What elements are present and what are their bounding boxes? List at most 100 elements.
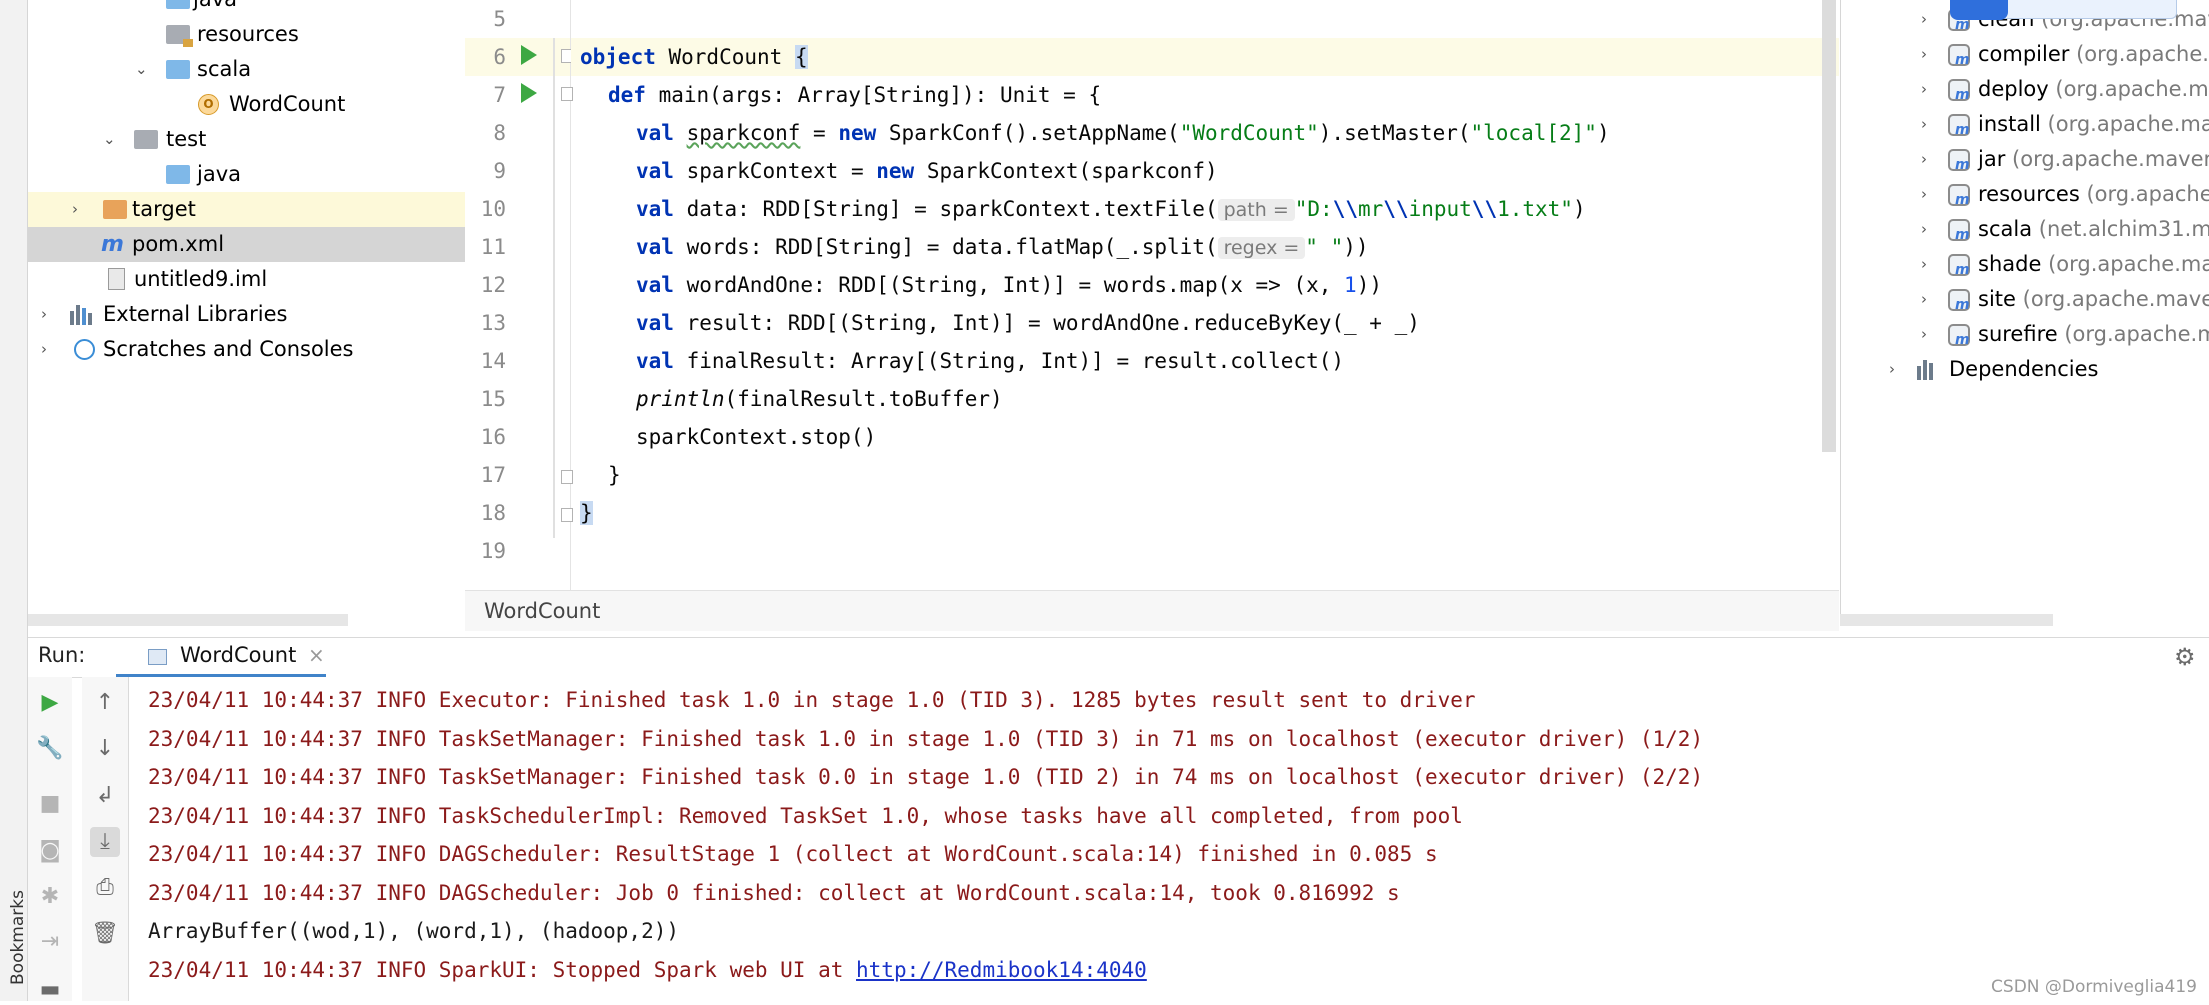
tree-item-java-test[interactable]: java [28, 157, 465, 192]
maven-goal-icon [1948, 43, 1970, 78]
close-icon[interactable]: × [308, 643, 325, 667]
rerun-icon[interactable]: ▶ [41, 690, 59, 715]
code-editor[interactable]: object WordCount { def main(args: Array[… [571, 0, 1839, 590]
line-number: 19 [480, 539, 506, 563]
maven-goal-icon [1948, 183, 1970, 218]
run-tab-wordcount[interactable]: WordCount × [116, 638, 326, 677]
code-line-13: val result: RDD[(String, Int)] = wordAnd… [636, 311, 1420, 335]
fold-icon[interactable] [561, 87, 573, 101]
run-toolbar-secondary: ↑ ↓ ↲ ⤓ ⎙ 🗑 [82, 677, 129, 1001]
popup-logo-icon [1950, 0, 2008, 20]
maven-plugin-label: compiler (org.apache.m [1978, 42, 2209, 66]
soft-wrap-icon[interactable]: ↲ [95, 783, 115, 808]
run-object-icon[interactable] [521, 45, 537, 65]
project-horizontal-scrollbar[interactable] [28, 614, 348, 626]
maven-file-icon: m [101, 232, 124, 257]
chevron-right-icon[interactable]: › [1921, 185, 1927, 203]
fold-icon[interactable] [561, 470, 573, 484]
tree-item-label: java [197, 162, 241, 186]
maven-goal-icon [1948, 78, 1970, 113]
chevron-right-icon[interactable]: › [1921, 10, 1927, 28]
scala-object-icon: O [198, 94, 219, 115]
chevron-down-icon[interactable]: ⌄ [103, 130, 116, 148]
editor-vertical-scrollbar[interactable] [1822, 0, 1836, 452]
maven-plugin-label: resources (org.apache. [1978, 182, 2209, 206]
arrow-up-icon[interactable]: ↑ [95, 690, 115, 715]
chevron-right-icon[interactable]: › [1889, 360, 1895, 378]
chevron-right-icon[interactable]: › [1921, 220, 1927, 238]
tree-item-label: scala [197, 57, 252, 81]
tree-item-pom[interactable]: m pom.xml [28, 227, 465, 262]
run-panel-header: Run: WordCount × ⚙ [28, 637, 2209, 678]
tree-item-label: target [132, 197, 196, 221]
print-icon[interactable]: ⎙ [96, 875, 114, 900]
console-line: 23/04/11 10:44:37 INFO DAGScheduler: Job… [148, 881, 1400, 905]
breadcrumb[interactable]: WordCount [484, 599, 601, 623]
scratches-icon [74, 339, 95, 360]
console-output[interactable]: 23/04/11 10:44:37 INFO Executor: Finishe… [129, 677, 2209, 1001]
tree-item-label: Scratches and Consoles [103, 337, 354, 361]
gear-icon[interactable]: ⚙ [2174, 643, 2196, 671]
arrow-down-icon[interactable]: ↓ [95, 736, 115, 761]
line-number: 14 [480, 349, 506, 373]
code-line-10: val data: RDD[String] = sparkContext.tex… [636, 197, 1586, 221]
chevron-down-icon[interactable]: ⌄ [135, 60, 148, 78]
scroll-to-end-icon[interactable]: ⤓ [90, 827, 120, 857]
tree-item-label: untitled9.iml [134, 267, 268, 291]
pin-icon[interactable]: ▬ [39, 977, 61, 1002]
console-output-line: ArrayBuffer((wod,1), (word,1), (hadoop,2… [148, 919, 680, 943]
code-line-17: } [608, 463, 621, 487]
tree-item-java-main[interactable]: java [28, 0, 465, 17]
code-line-6: object WordCount { [580, 45, 808, 69]
project-tree: java resources ⌄ scala O WordCount ⌄ tes… [28, 0, 465, 615]
chevron-right-icon[interactable]: › [41, 305, 47, 323]
bug-icon[interactable]: ✱ [40, 884, 60, 909]
line-number: 17 [480, 463, 506, 487]
chevron-right-icon[interactable]: › [1921, 115, 1927, 133]
maven-goal-icon [1948, 288, 1970, 323]
folder-icon [166, 165, 190, 184]
chevron-right-icon[interactable]: › [1921, 80, 1927, 98]
chevron-right-icon[interactable]: › [72, 200, 78, 218]
chevron-right-icon[interactable]: › [41, 340, 47, 358]
tree-item-target[interactable]: › target [28, 192, 465, 227]
tree-item-external-libraries[interactable]: › External Libraries [28, 297, 465, 332]
tree-item-scratches[interactable]: › Scratches and Consoles [28, 332, 465, 367]
maven-dependencies-label: Dependencies [1949, 357, 2099, 381]
tree-item-scala[interactable]: ⌄ scala [28, 52, 465, 87]
param-hint: path = [1217, 199, 1295, 221]
maven-panel: ›clean (org.apache.mav ›compiler (org.ap… [1840, 0, 2209, 615]
folder-icon [166, 0, 190, 9]
tree-item-label: WordCount [229, 92, 346, 116]
sparkui-link[interactable]: http://Redmibook14:4040 [856, 958, 1147, 982]
chevron-right-icon[interactable]: › [1921, 325, 1927, 343]
trash-icon[interactable]: 🗑 [91, 921, 119, 946]
code-line-8: val sparkconf = new SparkConf().setAppNa… [636, 121, 1610, 145]
bookmarks-tab[interactable]: Bookmarks [8, 890, 28, 985]
chevron-right-icon[interactable]: › [1921, 255, 1927, 273]
run-main-icon[interactable] [521, 83, 537, 103]
line-number: 11 [480, 235, 506, 259]
camera-icon[interactable]: ◙ [39, 838, 61, 863]
tree-item-resources[interactable]: resources [28, 17, 465, 52]
tree-item-iml[interactable]: untitled9.iml [28, 262, 465, 297]
code-line-16: sparkContext.stop() [636, 425, 877, 449]
param-hint: regex = [1217, 237, 1306, 259]
chevron-right-icon[interactable]: › [1921, 150, 1927, 168]
chevron-right-icon[interactable]: › [1921, 290, 1927, 308]
tree-item-wordcount[interactable]: O WordCount [28, 87, 465, 122]
fold-icon[interactable] [561, 508, 573, 522]
chevron-right-icon[interactable]: › [1921, 45, 1927, 63]
stop-icon[interactable]: ■ [39, 791, 61, 816]
wrench-icon[interactable]: 🔧 [36, 736, 64, 761]
exit-icon[interactable]: ⇥ [40, 929, 60, 954]
line-number: 16 [480, 425, 506, 449]
code-line-14: val finalResult: Array[(String, Int)] = … [636, 349, 1345, 373]
maven-plugin-label: install (org.apache.ma [1978, 112, 2209, 136]
line-number: 5 [493, 7, 506, 31]
code-line-11: val words: RDD[String] = data.flatMap(_.… [636, 235, 1369, 259]
watermark: CSDN @Dormiveglia419 [1991, 977, 2197, 997]
tree-item-test[interactable]: ⌄ test [28, 122, 465, 157]
maven-horizontal-scrollbar[interactable] [1840, 614, 2053, 626]
run-toolbar-primary: ▶ 🔧 ■ ◙ ✱ ⇥ ▬ [28, 677, 72, 1002]
